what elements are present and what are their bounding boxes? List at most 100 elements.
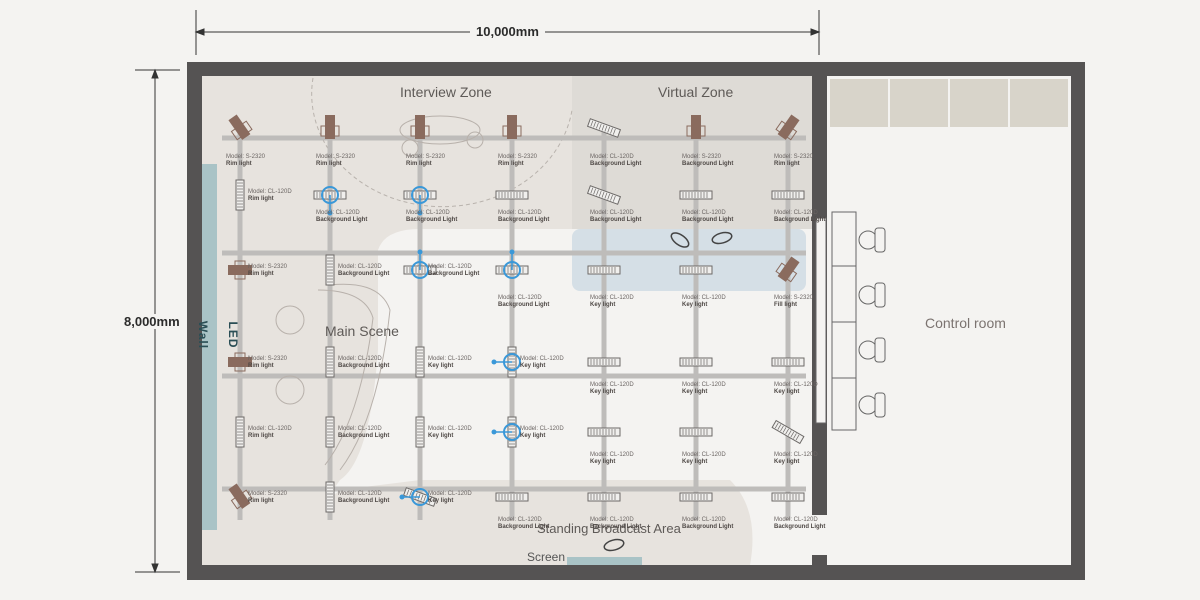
fixture-model: Model: CL-120D xyxy=(406,210,450,216)
light-fixture[interactable] xyxy=(228,260,252,280)
light-fixture[interactable] xyxy=(495,249,529,279)
light-fixture[interactable] xyxy=(235,179,245,211)
light-fixture[interactable] xyxy=(679,492,713,502)
light-fixture[interactable] xyxy=(415,346,425,378)
light-fixture[interactable] xyxy=(679,357,713,367)
light-fixture[interactable] xyxy=(587,492,621,502)
fixture-model: Model: CL-120D xyxy=(428,426,472,432)
light-fixture[interactable] xyxy=(235,416,245,448)
fixture-model: Model: CL-120D xyxy=(498,295,542,301)
fixture-type: Background Light xyxy=(498,302,550,308)
light-fixture[interactable] xyxy=(225,481,254,511)
light-fixture[interactable] xyxy=(587,427,621,437)
fixture-model: Model: CL-120D xyxy=(590,382,634,388)
control-chairs xyxy=(858,227,886,418)
fixtures-layer xyxy=(225,112,805,513)
light-fixture[interactable] xyxy=(325,254,335,286)
light-fixture[interactable] xyxy=(771,492,805,502)
light-fixture[interactable] xyxy=(586,185,622,205)
screen-label: Screen xyxy=(527,550,566,564)
light-fixture[interactable] xyxy=(679,265,713,275)
virtual-highlight xyxy=(572,229,806,291)
light-fixture[interactable] xyxy=(313,186,347,216)
light-fixture[interactable] xyxy=(491,346,521,378)
virtual-props xyxy=(603,231,733,552)
fixture-type: Rim light xyxy=(248,196,274,202)
fixture-type: Key light xyxy=(682,389,708,395)
light-fixture[interactable] xyxy=(774,254,803,284)
light-fixture[interactable] xyxy=(679,190,713,200)
light-fixture[interactable] xyxy=(774,112,803,142)
fixture-model: Model: CL-120D xyxy=(682,452,726,458)
fixture-type: Background Light xyxy=(590,524,642,530)
led-wall xyxy=(202,164,217,530)
fixture-model: Model: CL-120D xyxy=(682,382,726,388)
light-fixture[interactable] xyxy=(686,115,706,139)
fixture-type: Rim light xyxy=(774,161,800,167)
light-fixture[interactable] xyxy=(495,190,529,200)
light-fixture[interactable] xyxy=(325,481,335,513)
light-fixture[interactable] xyxy=(415,416,425,448)
light-fixture[interactable] xyxy=(403,186,437,216)
fixture-model: Model: CL-120D xyxy=(590,295,634,301)
fixture-model: Model: CL-120D xyxy=(498,210,542,216)
light-fixture[interactable] xyxy=(587,265,621,275)
light-fixture[interactable] xyxy=(771,357,805,367)
screen xyxy=(567,557,642,565)
light-fixture[interactable] xyxy=(586,118,622,138)
fixture-model: Model: CL-120D xyxy=(428,491,472,497)
light-fixture[interactable] xyxy=(325,346,335,378)
light-fixture[interactable] xyxy=(228,352,252,372)
fixture-model: Model: CL-120D xyxy=(774,382,818,388)
light-fixture[interactable] xyxy=(403,249,437,279)
interview-desk xyxy=(399,115,484,157)
interview-zone-area xyxy=(202,76,572,565)
fixture-model: Model: CL-120D xyxy=(338,264,382,270)
fixture-model: Model: CL-120D xyxy=(774,452,818,458)
fixture-type: Background Light xyxy=(428,271,480,277)
control-room-floor xyxy=(827,76,1071,565)
light-fixture[interactable] xyxy=(399,487,438,507)
fixture-model: Model: CL-120D xyxy=(338,426,382,432)
light-fixture[interactable] xyxy=(410,115,430,139)
fixture-model: Model: CL-120D xyxy=(774,517,818,523)
fixture-type: Key light xyxy=(774,389,800,395)
fixture-type: Key light xyxy=(428,433,454,439)
fixture-model: Model: CL-120D xyxy=(428,264,472,270)
light-fixture[interactable] xyxy=(771,190,805,200)
light-fixture[interactable] xyxy=(771,419,805,445)
light-fixture[interactable] xyxy=(502,115,522,139)
fixture-type: Background Light xyxy=(682,524,734,530)
light-fixture[interactable] xyxy=(587,357,621,367)
light-fixture[interactable] xyxy=(491,416,521,448)
light-fixture[interactable] xyxy=(225,112,254,142)
fixture-model: Model: S-2320 xyxy=(682,154,722,160)
light-fixture[interactable] xyxy=(495,492,529,502)
light-fixture[interactable] xyxy=(679,427,713,437)
fixture-type: Background Light xyxy=(406,217,458,223)
light-fixture[interactable] xyxy=(325,416,335,448)
light-fixture[interactable] xyxy=(320,115,340,139)
fixture-model: Model: S-2320 xyxy=(774,154,814,160)
fixture-type: Rim light xyxy=(226,161,252,167)
fixture-model: Model: CL-120D xyxy=(520,426,564,432)
fixture-type: Rim light xyxy=(498,161,524,167)
control-panels xyxy=(828,77,1070,129)
standing-area-title: Standing Broadcast Area xyxy=(537,521,681,536)
